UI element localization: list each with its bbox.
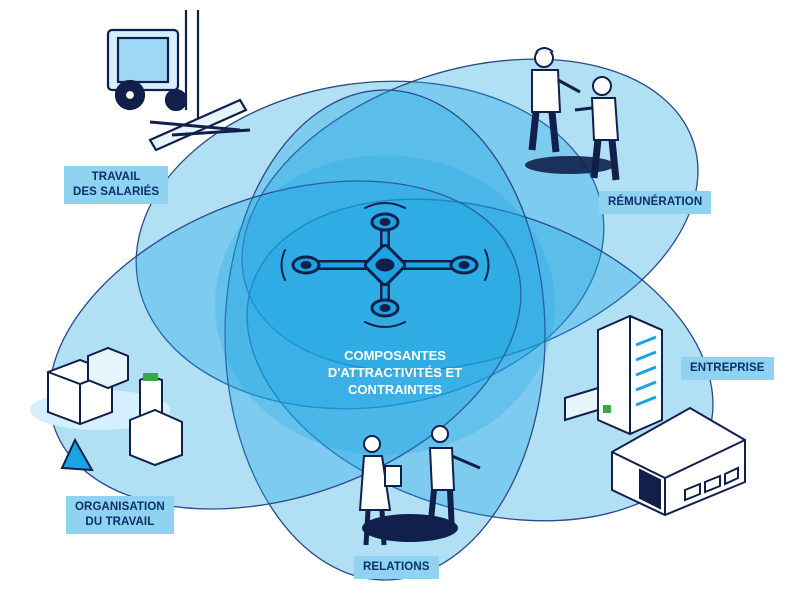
warehouse-icon [611,406,746,517]
label-relations: RELATIONS [354,556,439,579]
office-building-icon [564,314,663,436]
label-organisation-travail: ORGANISATION DU TRAVAIL [66,496,174,534]
center-label-line3: CONTRAINTES [348,382,442,397]
label-remuneration-text: RÉMUNÉRATION [608,196,703,208]
label-organisation-line2: DU TRAVAIL [85,516,155,528]
forklift-icon [106,10,251,152]
petal-relations [224,89,546,581]
blocks-icon [30,346,183,472]
label-organisation-line1: ORGANISATION [75,501,165,513]
label-relations-text: RELATIONS [363,561,430,573]
label-entreprise: ENTREPRISE [681,357,774,380]
center-label: COMPOSANTES D'ATTRACTIVITÉS ET CONTRAINT… [285,347,505,398]
label-travail-salaries: TRAVAIL DES SALARIÉS [64,166,169,204]
workers-handshake-icon [525,47,620,181]
label-entreprise-text: ENTREPRISE [690,362,765,374]
petal-remuneration [241,58,699,372]
label-remuneration: RÉMUNÉRATION [599,191,712,214]
workers-discussion-icon [358,425,481,546]
center-label-line2: D'ATTRACTIVITÉS ET [327,365,463,380]
center-label-line1: COMPOSANTES [344,348,446,363]
label-travail-salaries-line1: TRAVAIL [91,171,141,183]
drone-icon [280,202,490,328]
label-travail-salaries-line2: DES SALARIÉS [73,186,160,198]
